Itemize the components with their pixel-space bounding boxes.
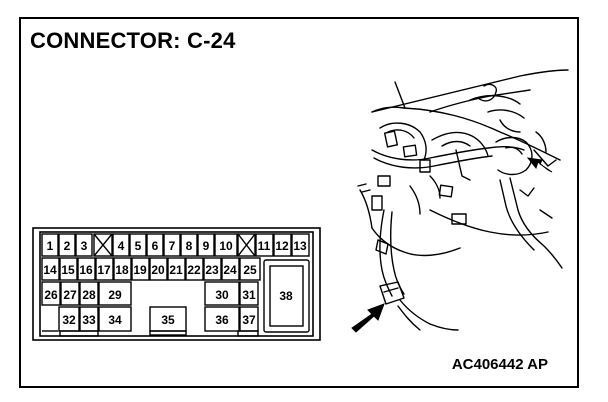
pin-23: 23 [205, 263, 219, 277]
pin-2: 2 [64, 239, 71, 253]
arrow-icon [351, 303, 385, 333]
diagram-frame [19, 17, 579, 388]
pin-31: 31 [242, 288, 256, 302]
figure-id: AC406442 AP [451, 356, 548, 373]
pin-17: 17 [97, 263, 111, 277]
pin-10: 10 [219, 239, 233, 253]
pin-30: 30 [215, 288, 229, 302]
pin-6: 6 [152, 239, 159, 253]
vacant-pin-right [237, 233, 256, 257]
pin-8: 8 [186, 239, 193, 253]
pin-1: 1 [47, 239, 54, 253]
pin-29: 29 [108, 288, 122, 302]
pin-12: 12 [275, 239, 289, 253]
x-mark-icon [93, 233, 113, 257]
pin-4: 4 [118, 239, 125, 253]
vehicle-location-illustration [357, 69, 569, 331]
pin-38: 38 [279, 289, 293, 303]
pin-7: 7 [169, 239, 176, 253]
pin-19: 19 [133, 263, 147, 277]
arrow-icon [526, 157, 553, 173]
pin-34: 34 [108, 313, 122, 327]
pin-33: 33 [82, 313, 96, 327]
pin-27: 27 [63, 288, 77, 302]
pin-26: 26 [44, 288, 58, 302]
pin-20: 20 [151, 263, 165, 277]
pin-24: 24 [223, 263, 237, 277]
pin-32: 32 [62, 313, 76, 327]
pin-18: 18 [115, 263, 129, 277]
pin-25: 25 [243, 263, 257, 277]
pin-11: 11 [258, 239, 271, 253]
vacant-pin-left [93, 233, 113, 257]
pin-9: 9 [203, 239, 210, 253]
pin-labels: 1 2 3 4 5 6 7 8 9 10 11 12 13 14 15 16 1… [43, 239, 307, 327]
pin-21: 21 [169, 263, 183, 277]
pin-14: 14 [43, 263, 57, 277]
pin-15: 15 [61, 263, 75, 277]
pin-35: 35 [161, 313, 175, 327]
pin-22: 22 [187, 263, 201, 277]
pin-grid [41, 233, 310, 337]
pin-5: 5 [135, 239, 142, 253]
pin-36: 36 [215, 313, 229, 327]
pin-37: 37 [242, 313, 256, 327]
connector-title: CONNECTOR: C-24 [30, 28, 236, 53]
x-mark-icon [237, 233, 256, 257]
pin-28: 28 [82, 288, 96, 302]
pin-13: 13 [293, 239, 307, 253]
pin-16: 16 [79, 263, 93, 277]
pin-3: 3 [81, 239, 88, 253]
connector-face [32, 227, 321, 341]
